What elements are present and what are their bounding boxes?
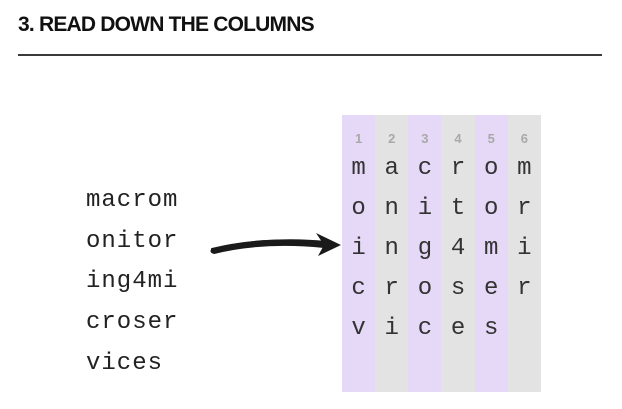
grid-cell: m <box>484 235 499 262</box>
grid-cell: 4 <box>450 235 466 262</box>
grid-cell: o <box>351 195 366 222</box>
grid-cell: g <box>417 235 433 262</box>
grid-column: 2 a n n r i <box>375 115 409 392</box>
heading-divider <box>18 54 602 56</box>
column-grid: 1 m o i c v 2 a n n r i 3 c i g o c 4 r … <box>342 115 541 392</box>
grid-column: 4 r t 4 s e <box>441 115 475 392</box>
grid-cell: i <box>384 315 399 342</box>
input-text-lines: macrom onitor ing4mi croser vices <box>86 185 178 388</box>
grid-cell: m <box>517 155 532 182</box>
column-number: 5 <box>487 131 495 146</box>
grid-cell: r <box>450 155 466 182</box>
grid-cell: c <box>417 155 433 182</box>
section-heading: 3. READ DOWN THE COLUMNS <box>18 13 315 36</box>
hand-drawn-arrow-icon <box>210 233 341 256</box>
grid-cell: t <box>450 195 466 222</box>
input-line: ing4mi <box>86 268 179 296</box>
grid-column: 1 m o i c v <box>342 115 376 392</box>
grid-cell: s <box>484 315 499 342</box>
grid-cell: v <box>351 315 366 342</box>
grid-cell: o <box>484 195 499 222</box>
grid-cell: i <box>417 195 433 222</box>
grid-column: 6 m r i r <box>507 115 541 392</box>
input-line: macrom <box>86 187 179 214</box>
grid-cell: i <box>517 235 532 262</box>
grid-cell: r <box>384 275 399 302</box>
grid-cell: r <box>517 275 532 302</box>
column-number: 3 <box>421 131 429 146</box>
grid-cell: a <box>384 155 399 182</box>
grid-column: 3 c i g o c <box>408 115 442 392</box>
grid-cell: n <box>384 195 399 222</box>
grid-cell: e <box>484 275 499 302</box>
grid-column: 5 o o m e s <box>474 115 508 392</box>
input-line: onitor <box>86 227 179 255</box>
grid-cell: r <box>517 195 532 222</box>
grid-cell: c <box>351 275 366 302</box>
grid-cell: c <box>417 315 433 342</box>
input-line: croser <box>86 309 179 337</box>
column-number: 1 <box>354 131 363 146</box>
grid-cell: o <box>417 275 433 302</box>
grid-cell: o <box>484 155 499 182</box>
grid-cell: n <box>384 235 399 262</box>
grid-cell: i <box>351 235 366 262</box>
grid-cell: m <box>351 155 366 182</box>
input-line: vices <box>86 349 164 377</box>
column-number: 4 <box>454 131 462 146</box>
grid-cell: s <box>450 275 466 302</box>
grid-cell: e <box>450 315 466 342</box>
column-number: 6 <box>520 131 528 146</box>
column-number: 2 <box>388 131 396 146</box>
